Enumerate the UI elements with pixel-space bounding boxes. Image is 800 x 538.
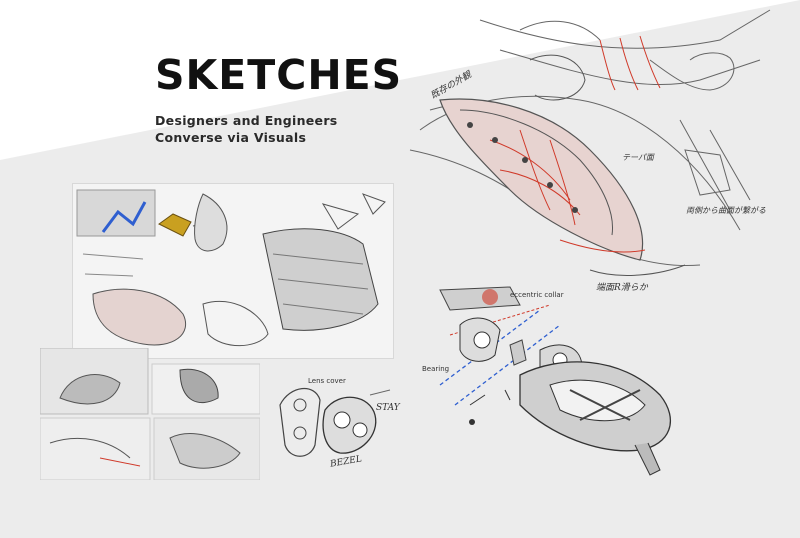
subtitle-line-2: Converse via Visuals bbox=[155, 130, 307, 145]
annotation-jp-taper: テーパ面 bbox=[622, 153, 654, 162]
annotation-eccentric-collar: eccentric collar bbox=[510, 291, 564, 299]
page-title: SKETCHES bbox=[155, 51, 403, 99]
annotation-jp-edge: 端面R滑らか bbox=[596, 283, 648, 293]
subtitle-line-1: Designers and Engineers bbox=[155, 113, 338, 128]
annotation-lens-cover: Lens cover bbox=[308, 377, 346, 385]
bezel-drawing bbox=[279, 387, 391, 457]
annotation-bearing: Bearing bbox=[422, 365, 450, 373]
sketch-swingarm-detail: 既存の外観 テーパ面 両側から曲面が繋がる 端面R滑らか bbox=[400, 0, 800, 300]
annotation-stay: STAY bbox=[376, 403, 400, 413]
sketch-board-main bbox=[72, 183, 394, 359]
collage-drawing bbox=[40, 348, 260, 480]
sketch-collage-bottom-left bbox=[40, 348, 260, 480]
exploded-assembly-drawing bbox=[439, 286, 671, 476]
sketch-bezel: Lens cover STAY BEZEL bbox=[270, 375, 410, 475]
page-subtitle: Designers and Engineers Converse via Vis… bbox=[155, 112, 338, 146]
swingarm-detail-drawing bbox=[409, 9, 771, 276]
sketch-exploded-assembly: eccentric collar Bearing bbox=[410, 275, 700, 500]
annotation-jp-surface: 両側から曲面が繋がる bbox=[686, 206, 766, 215]
sketch-board-drawing bbox=[76, 189, 386, 347]
